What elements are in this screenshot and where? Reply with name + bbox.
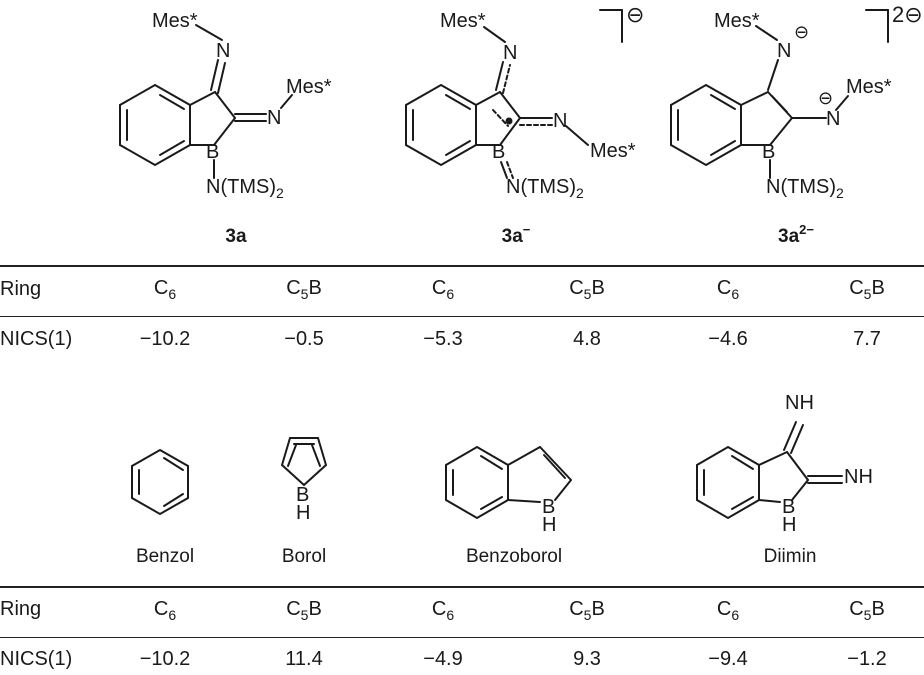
mes-label: Mes* xyxy=(286,76,332,98)
hydrogen-label: H xyxy=(542,514,557,536)
ring-header-cell: C5B xyxy=(849,598,885,623)
ring-row-label: Ring xyxy=(0,278,42,300)
mes-label: Mes* xyxy=(714,10,760,32)
compound-name-benzoborol: Benzoborol xyxy=(465,546,563,567)
boron-label: B xyxy=(782,496,796,518)
boron-label: B xyxy=(762,141,776,163)
nics-value-cell: 7.7 xyxy=(853,328,881,350)
table-rule xyxy=(0,637,924,638)
mes-label: Mes* xyxy=(152,10,198,32)
boron-label: B xyxy=(542,496,556,518)
nics-row-label: NICS(1) xyxy=(0,328,73,350)
compound-3a-bonds xyxy=(119,24,293,179)
ring-row-label: Ring xyxy=(0,598,42,620)
diimin-bonds xyxy=(696,421,843,520)
nics-value-cell: −10.2 xyxy=(139,648,191,670)
ring-header-cell: C6 xyxy=(716,598,740,623)
hydrogen-label: H xyxy=(296,502,311,524)
charge-label: ⊖ xyxy=(794,22,810,42)
compound-label: 3a2− xyxy=(778,222,814,247)
nics-value-cell: −9.4 xyxy=(708,648,748,670)
compound-3a-2minus-bonds xyxy=(670,9,889,179)
hydrogen-label: H xyxy=(782,514,797,536)
borol-bonds xyxy=(280,437,328,487)
compound-3a-minus-bonds xyxy=(405,9,623,179)
nics-value-cell: −0.5 xyxy=(284,328,324,350)
imine-label: NH xyxy=(785,392,814,414)
ring-header-cell: C6 xyxy=(153,277,177,302)
nics-value-cell: 4.8 xyxy=(573,328,601,350)
mes-label: Mes* xyxy=(590,140,636,162)
benzoborol-bonds xyxy=(445,445,572,520)
compound-name-borol: Borol xyxy=(281,546,327,567)
boron-label: B xyxy=(296,484,310,506)
ring-header-cell: C5B xyxy=(849,277,885,302)
nics-value-cell: 9.3 xyxy=(573,648,601,670)
ring-header-cell: C5B xyxy=(286,277,322,302)
nitrogen-label: N xyxy=(503,42,518,64)
radical-dot xyxy=(505,117,513,125)
nitrogen-label: N xyxy=(216,40,231,62)
ring-header-cell: C6 xyxy=(431,598,455,623)
charge-label: ⊖ xyxy=(626,2,645,27)
ring-header-cell: C5B xyxy=(569,277,605,302)
ring-header-cell: C6 xyxy=(716,277,740,302)
charge-label: 2⊖ xyxy=(892,2,923,27)
nitrogen-label: N xyxy=(826,108,841,130)
nics-value-cell: −1.2 xyxy=(847,648,887,670)
compound-name-benzol: Benzol xyxy=(135,546,195,567)
mes-label: Mes* xyxy=(440,10,486,32)
substituent-label: N(TMS)2 xyxy=(766,176,844,201)
substituent-label: N(TMS)2 xyxy=(506,176,584,201)
imine-label: NH xyxy=(844,466,873,488)
table-rule xyxy=(0,265,924,267)
nics-value-cell: −4.9 xyxy=(423,648,463,670)
substituent-label: N(TMS)2 xyxy=(206,176,284,201)
benzol-bonds xyxy=(131,448,189,516)
nics-value-cell: −10.2 xyxy=(139,328,191,350)
compound-label: 3a xyxy=(225,226,247,247)
charge-label: ⊖ xyxy=(818,88,834,108)
nics-row-label: NICS(1) xyxy=(0,648,73,670)
boron-label: B xyxy=(492,141,506,163)
table-rule xyxy=(0,586,924,588)
nics-value-cell: −4.6 xyxy=(708,328,748,350)
nics-value-cell: −5.3 xyxy=(423,328,463,350)
ring-header-cell: C6 xyxy=(153,598,177,623)
table-rule xyxy=(0,316,924,317)
boron-label: B xyxy=(206,141,220,163)
ring-header-cell: C5B xyxy=(569,598,605,623)
compound-name-diimin: Diimin xyxy=(763,546,817,567)
nitrogen-label: N xyxy=(777,40,792,62)
compound-label: 3a− xyxy=(501,222,531,247)
ring-header-cell: C5B xyxy=(286,598,322,623)
nitrogen-label: N xyxy=(553,110,568,132)
nics-value-cell: 11.4 xyxy=(285,648,323,670)
mes-label: Mes* xyxy=(846,76,892,98)
ring-header-cell: C6 xyxy=(431,277,455,302)
nitrogen-label: N xyxy=(267,107,282,129)
